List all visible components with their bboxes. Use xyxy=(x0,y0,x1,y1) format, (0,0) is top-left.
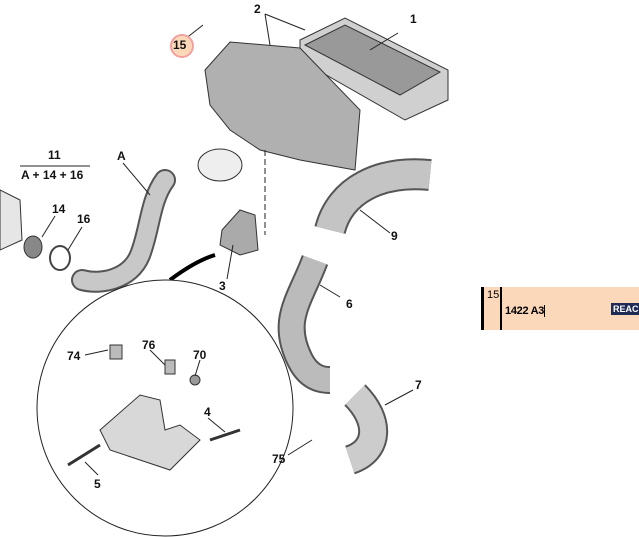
callout-3[interactable]: 3 xyxy=(219,279,226,293)
callout-15[interactable]: 15 xyxy=(173,38,187,52)
seal-14 xyxy=(23,235,43,259)
highlight-marker xyxy=(170,34,194,58)
callout-A[interactable]: A xyxy=(117,149,126,163)
callout-2[interactable]: 2 xyxy=(254,2,261,16)
callout-4[interactable]: 4 xyxy=(204,405,211,419)
callout-14[interactable]: 14 xyxy=(52,202,66,216)
callout-70[interactable]: 70 xyxy=(193,348,207,362)
callout-11[interactable]: 11 xyxy=(48,148,61,162)
callout-76[interactable]: 76 xyxy=(142,338,156,352)
reach-button[interactable]: REACH xyxy=(611,303,639,315)
callout-7[interactable]: 7 xyxy=(415,378,422,392)
column-divider xyxy=(500,287,502,330)
callout-9[interactable]: 9 xyxy=(391,229,398,243)
part-reference: 1422 A3 xyxy=(505,305,545,317)
clamp-16 xyxy=(49,245,71,271)
parts-table-row[interactable]: 15 1422 A3 REACH xyxy=(481,287,639,330)
callout-11-formula: A + 14 + 16 xyxy=(21,168,84,182)
row-index: 15 xyxy=(487,289,500,301)
bracket-detail xyxy=(99,394,201,471)
detail-circle xyxy=(36,279,294,537)
callout-6[interactable]: 6 xyxy=(346,297,353,311)
bracket-3 xyxy=(219,209,259,256)
air-filter-box xyxy=(204,41,361,171)
callout-74[interactable]: 74 xyxy=(67,349,81,363)
callout-16[interactable]: 16 xyxy=(77,212,91,226)
callout-1[interactable]: 1 xyxy=(410,12,417,26)
air-flow-sensor xyxy=(197,148,243,182)
callout-75[interactable]: 75 xyxy=(272,452,286,466)
callout-5[interactable]: 5 xyxy=(94,477,101,491)
